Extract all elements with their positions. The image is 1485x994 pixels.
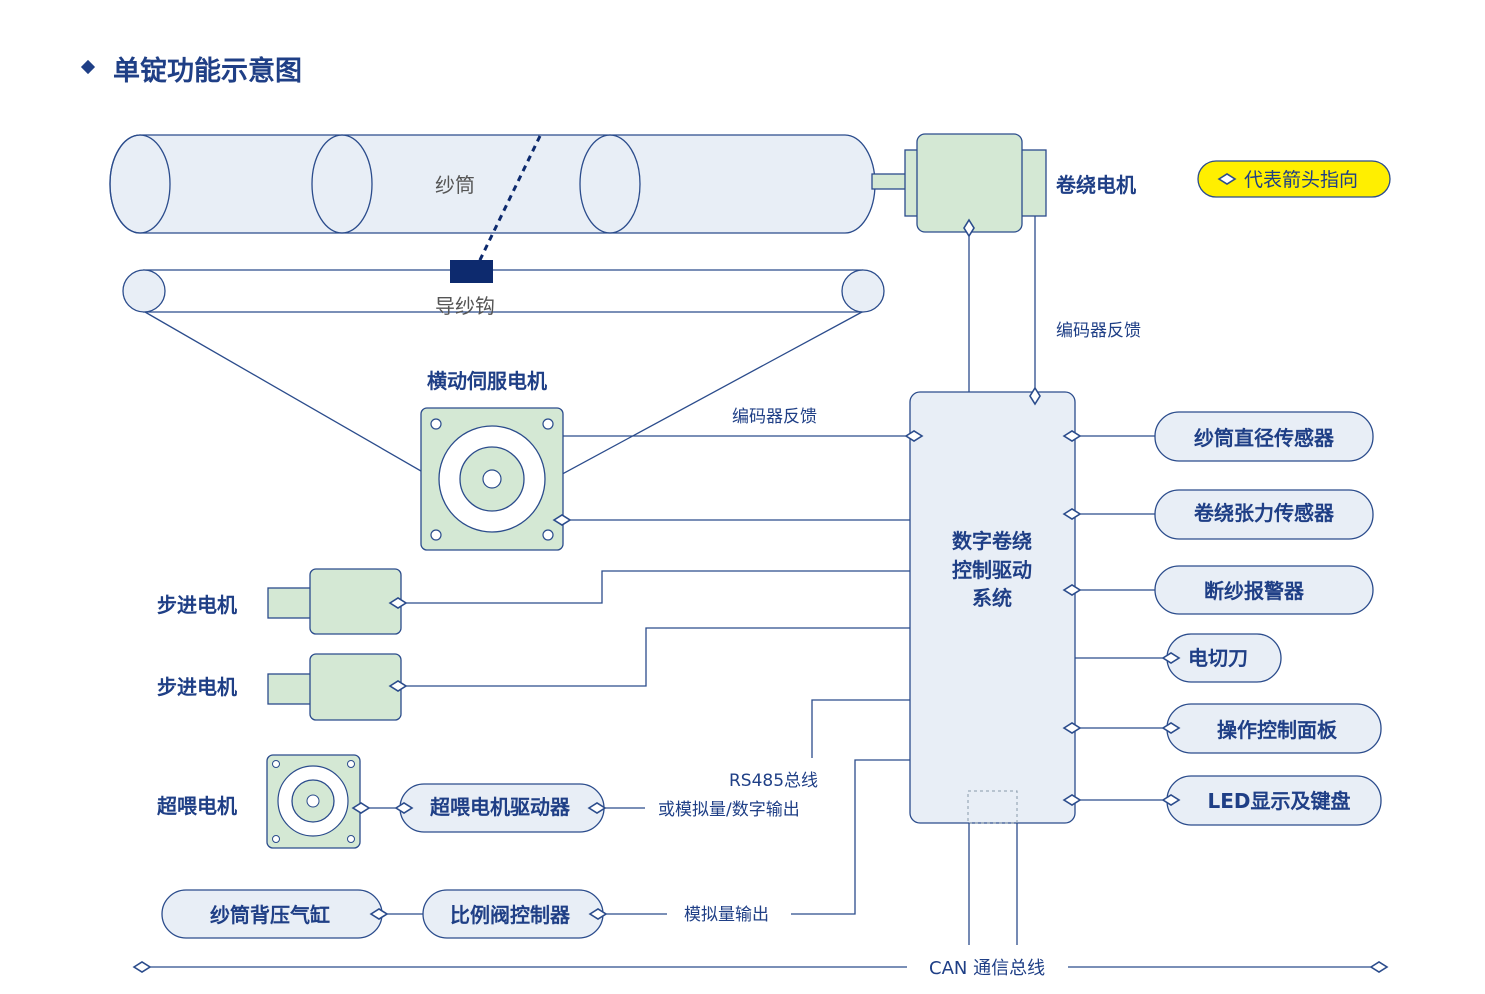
arrow-to-servo-icon: [552, 514, 572, 526]
right-device-4: 电切刀: [1075, 633, 1282, 683]
can-bus-label: CAN 通信总线: [929, 958, 1045, 979]
can-bus: CAN 通信总线: [132, 823, 1389, 979]
encoder-feedback-top-label: 编码器反馈: [1056, 321, 1141, 341]
arrow-to-cylinder-icon: [369, 908, 389, 920]
right-device-6: LED显示及键盘: [1062, 775, 1382, 826]
right-device-1: 纱筒直径传感器: [1062, 411, 1374, 462]
stepper-1-label: 步进电机: [157, 593, 237, 617]
winding-shaft: [871, 173, 907, 190]
diamond-icon: [1217, 173, 1237, 185]
winding-motor: 卷绕电机: [904, 133, 1136, 233]
led-keyboard-label: LED显示及键盘: [1207, 789, 1350, 813]
controller-line-2: 控制驱动: [952, 558, 1032, 582]
backpressure-cylinder-label: 纱筒背压气缸: [210, 903, 330, 927]
overfeed-driver: 超喂电机驱动器: [394, 783, 605, 833]
arrow-to-cutter-icon: [1161, 652, 1181, 664]
arrow-to-overfeed-driver-icon: [587, 802, 607, 814]
bobbin-label: 纱筒: [435, 173, 475, 197]
right-device-2: 卷绕张力传感器: [1062, 489, 1374, 540]
legend-label: 代表箭头指向: [1244, 169, 1358, 191]
arrow-led-in-icon: [1062, 794, 1082, 806]
arrow-diameter-sensor-icon: [1062, 430, 1082, 442]
overfeed-motor-label: 超喂电机: [156, 794, 237, 818]
control-panel-label: 操作控制面板: [1217, 718, 1338, 742]
arrow-to-led-icon: [1161, 794, 1181, 806]
controller: 数字卷绕 控制驱动 系统: [909, 391, 1076, 824]
break-alarm-label: 断纱报警器: [1204, 579, 1305, 603]
arrow-to-stepper-2-icon: [388, 680, 408, 692]
proportional-valve: 比例阀控制器: [422, 889, 604, 939]
rs485-label-2: 或模拟量/数字输出: [658, 800, 800, 820]
bobbin: 纱筒: [109, 134, 876, 234]
arrow-to-stepper-1-icon: [388, 597, 408, 609]
stepper-motor-1: 步进电机: [157, 568, 402, 635]
page-title: 单锭功能示意图: [113, 55, 302, 87]
encoder-feedback-left-label: 编码器反馈: [732, 407, 817, 427]
arrow-to-panel-icon: [1161, 722, 1181, 734]
stepper-motor-2: 步进电机: [157, 653, 402, 721]
stepper-2-label: 步进电机: [157, 675, 237, 699]
legend: 代表箭头指向: [1197, 160, 1391, 198]
winding-motor-label: 卷绕电机: [1056, 173, 1136, 197]
arrow-overfeed-driver-in-icon: [394, 802, 414, 814]
cutter-label: 电切刀: [1188, 646, 1248, 670]
traverse-servo-label: 横动伺服电机: [427, 369, 547, 393]
proportional-valve-label: 比例阀控制器: [450, 903, 571, 927]
controller-line-3: 系统: [972, 586, 1012, 610]
arrow-to-overfeed-motor-icon: [351, 802, 371, 814]
right-device-3: 断纱报警器: [1062, 565, 1374, 615]
yarn-guide-label: 导纱钩: [435, 294, 495, 318]
yarn-guide: [450, 260, 493, 283]
can-bus-right-icon: [1369, 961, 1389, 973]
arrow-encoder-servo-icon: [904, 430, 924, 442]
overfeed-motor: 超喂电机: [156, 754, 361, 849]
analog-output-label: 模拟量输出: [684, 905, 769, 925]
tension-sensor-label: 卷绕张力传感器: [1194, 501, 1335, 525]
right-device-5: 操作控制面板: [1062, 703, 1382, 754]
arrow-tension-sensor-icon: [1062, 508, 1082, 520]
overfeed-driver-label: 超喂电机驱动器: [429, 795, 571, 819]
can-bus-left-icon: [132, 961, 152, 973]
backpressure-cylinder: 纱筒背压气缸: [161, 889, 383, 939]
arrow-break-alarm-icon: [1062, 584, 1082, 596]
arrow-to-winding-motor-icon: [963, 218, 975, 238]
controller-line-1: 数字卷绕: [952, 529, 1032, 553]
arrow-encoder-top-icon: [1029, 386, 1041, 406]
arrow-to-valve-icon: [588, 908, 608, 920]
yarn-line: [477, 135, 542, 263]
title-bullet-icon: [80, 59, 96, 75]
arrow-panel-in-icon: [1062, 722, 1082, 734]
diameter-sensor-label: 纱筒直径传感器: [1194, 426, 1335, 450]
rs485-label-1: RS485总线: [729, 771, 818, 791]
traverse-servo-motor: 横动伺服电机: [420, 369, 564, 551]
